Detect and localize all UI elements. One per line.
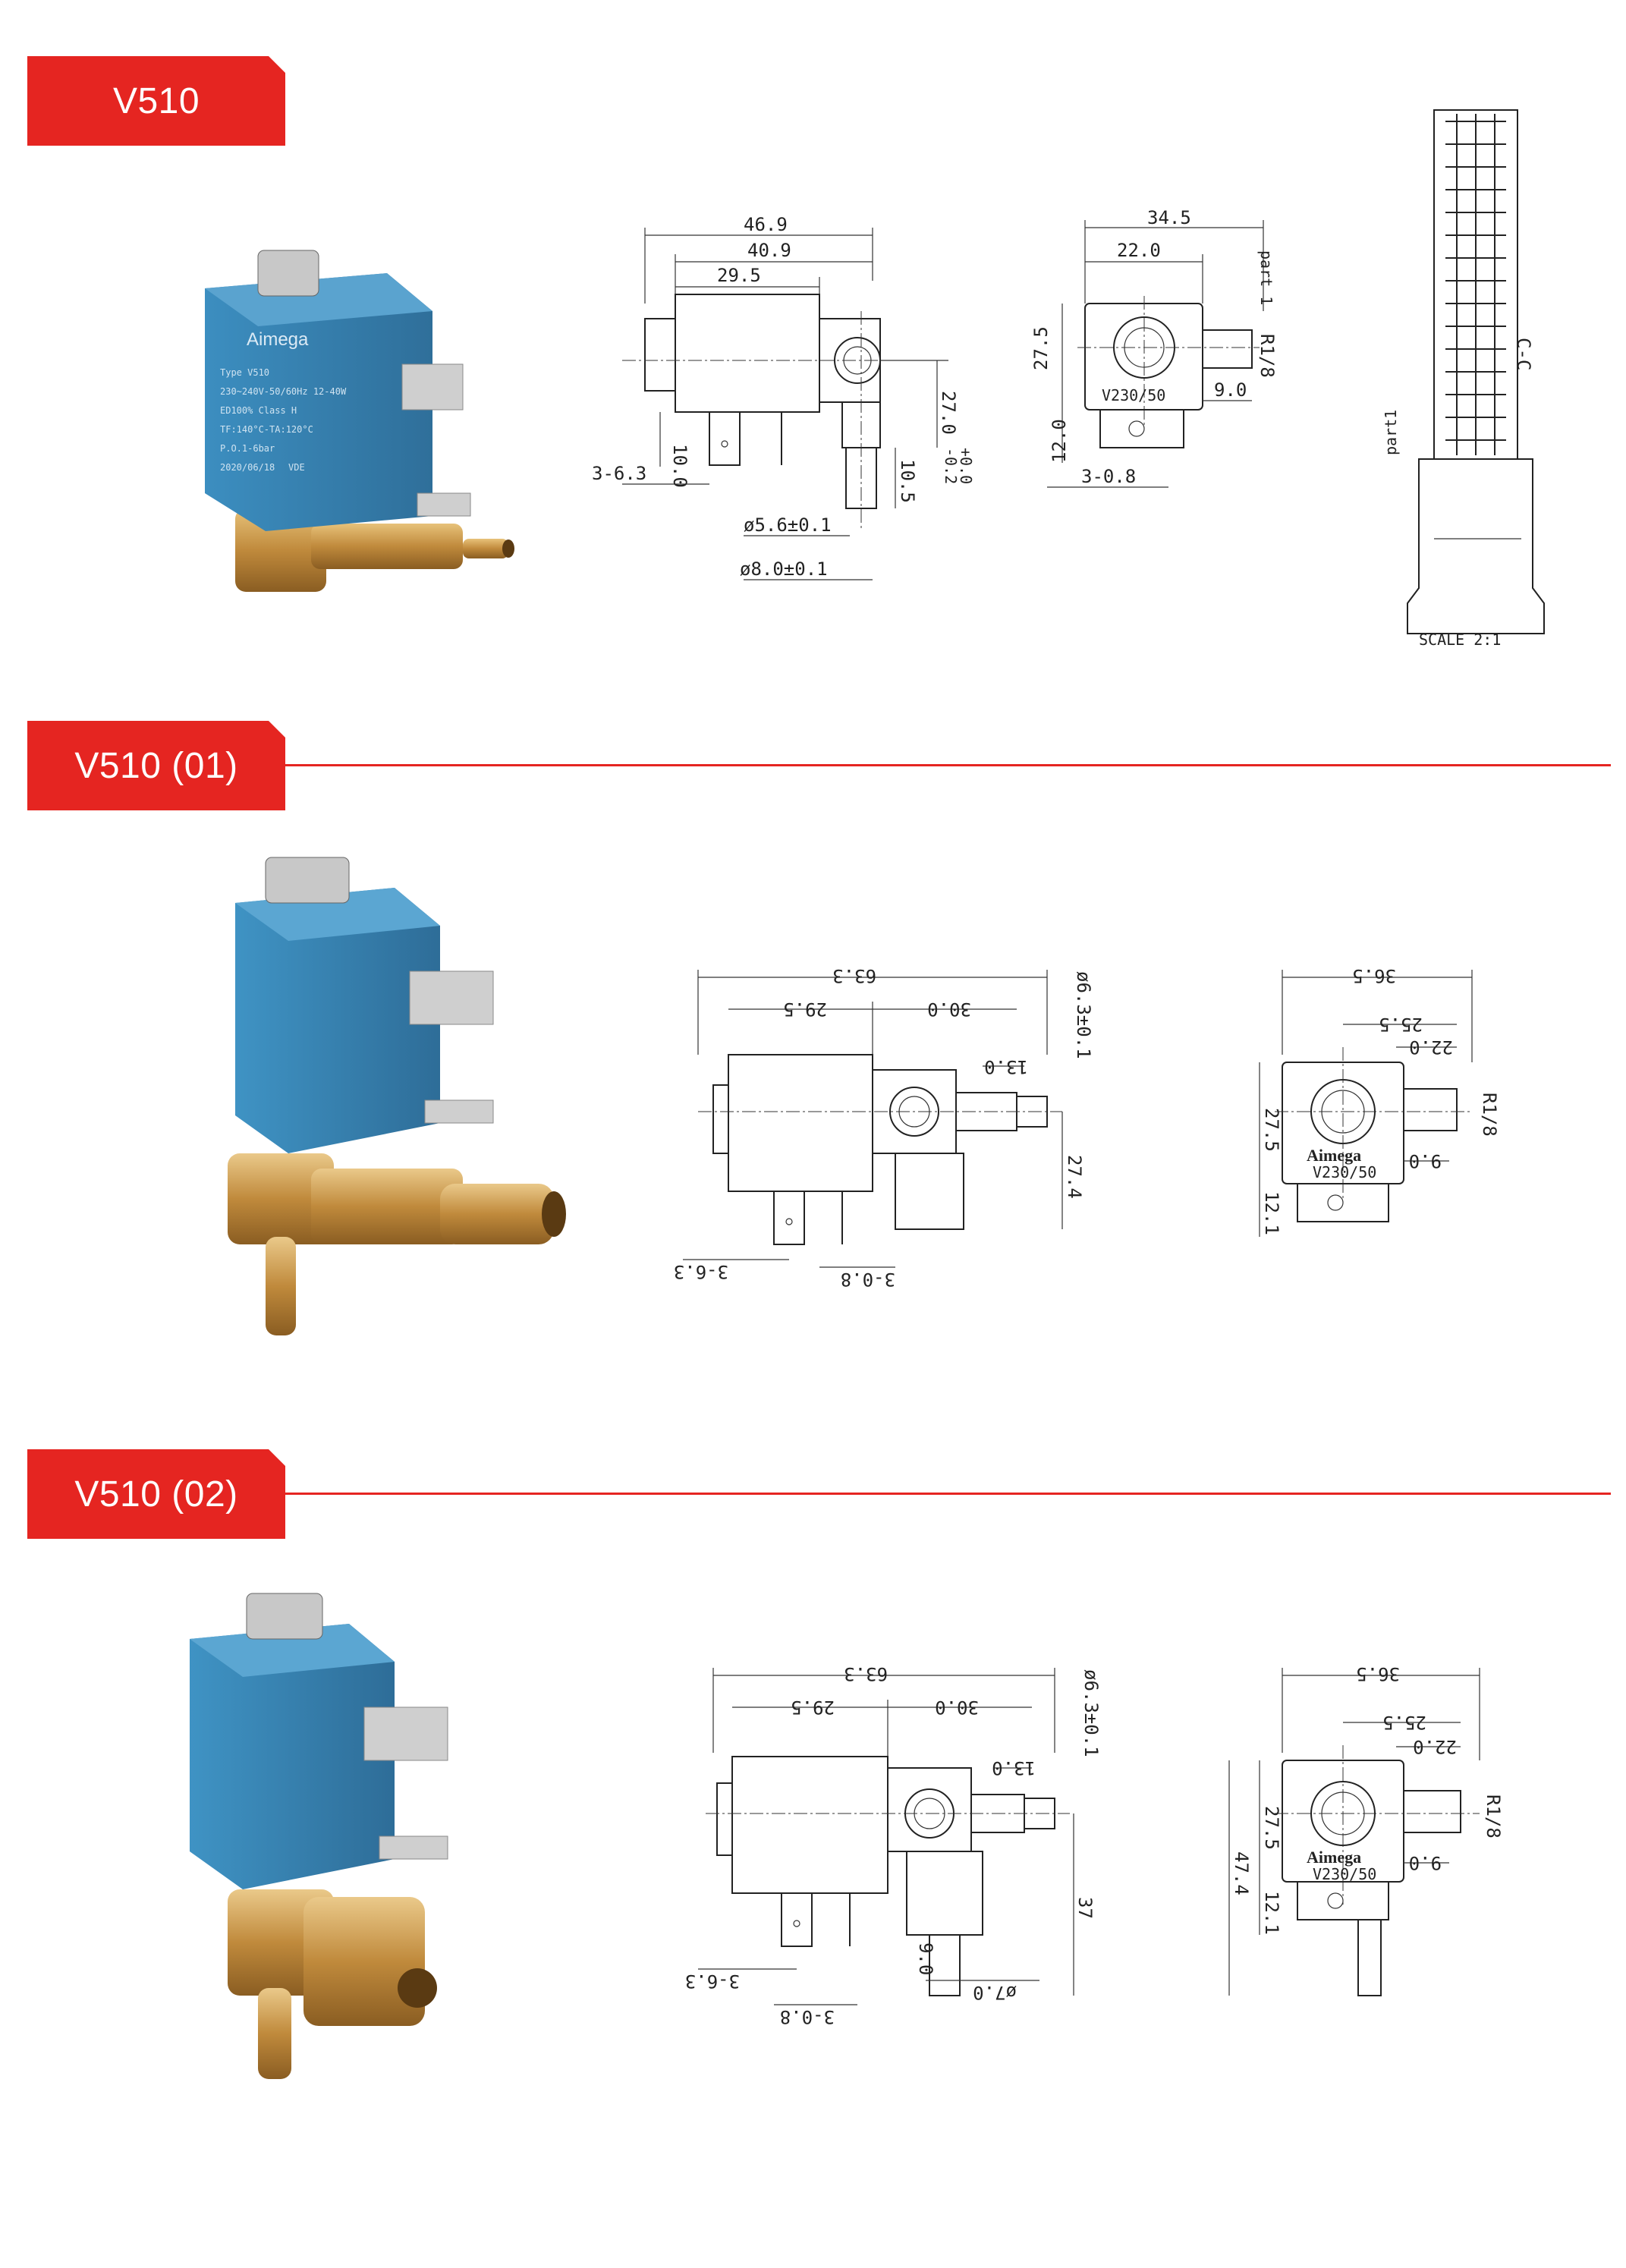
dim-height: 27.0 xyxy=(938,391,959,435)
dim-height: 27.4 xyxy=(1064,1155,1085,1199)
product-label-line: ED100% Class H xyxy=(220,405,297,416)
dim-thread: R1/8 xyxy=(1483,1795,1504,1839)
section-rule xyxy=(285,764,1611,766)
side-view-drawing: 46.9 40.9 29.5 10.0 3-6.3 27.0 +0.0 -0.2… xyxy=(592,214,975,580)
dim-coil: 29.5 xyxy=(791,1697,835,1718)
dim-dia-large: ø8.0±0.1 xyxy=(740,558,828,580)
front-view-drawing: 36.5 25.5 22.0 R1/8 9.0 27.5 Aimega V230… xyxy=(1259,965,1500,1237)
section-v510-01: V510 (01) 63.3 29.5 30.0 13.0 ø6 xyxy=(0,721,1626,1449)
dim-tol-upper: +0.0 xyxy=(957,448,975,484)
part-label: part1 xyxy=(1382,410,1400,455)
dim-nozzle: 13.0 xyxy=(992,1757,1036,1779)
dim-terminal: 10.0 xyxy=(669,444,690,488)
product-photo xyxy=(190,1593,448,2079)
dim-width-b: 22.0 xyxy=(1413,1736,1457,1757)
product-photo xyxy=(228,857,566,1335)
dim-term-spec-b: 3-0.8 xyxy=(841,1269,895,1290)
side-view-drawing: 63.3 29.5 30.0 13.0 ø6.3±0.1 27.4 3-6.3 … xyxy=(674,965,1094,1290)
detail-view-drawing: C-C part1 SCALE 2:1 xyxy=(1382,109,1545,649)
section-v510-02: V510 (02) 63.3 29.5 30.0 13.0 ø6 xyxy=(0,1449,1626,2268)
dim-overall: 63.3 xyxy=(844,1663,888,1684)
dim-tol-lower: -0.2 xyxy=(942,448,960,484)
product-label-line: 230~240V-50/60Hz 12-40W xyxy=(220,386,347,397)
dim-coil: 29.5 xyxy=(783,999,827,1020)
dim-width: 22.0 xyxy=(1117,240,1161,261)
dim-dia-small: ø5.6±0.1 xyxy=(744,514,832,536)
section-label: C-C xyxy=(1513,338,1534,370)
scale-label: SCALE 2:1 xyxy=(1419,631,1501,649)
dim-fitting: 9.0 xyxy=(1409,1150,1442,1172)
dim-height: 37 xyxy=(1074,1897,1096,1919)
dim-term-height: 12.1 xyxy=(1261,1191,1282,1235)
section-tab: V510 (01) xyxy=(27,721,285,810)
dim-term-height: 12.0 xyxy=(1049,419,1070,463)
dim-terminal-spec: 3-6.3 xyxy=(592,463,646,484)
product-label-line: P.O.1-6bar xyxy=(220,443,275,454)
coil-mark: V230/50 xyxy=(1102,386,1165,404)
coil-mark: V230/50 xyxy=(1313,1865,1376,1883)
dim-height: 27.5 xyxy=(1030,326,1052,370)
product-label-line: Type V510 xyxy=(220,367,269,378)
front-view-drawing: 36.5 25.5 22.0 R1/8 9.0 27.5 47.4 Aimega… xyxy=(1228,1663,1504,1996)
coil-brand: Aimega xyxy=(1307,1848,1361,1867)
dim-fitting: 9.0 xyxy=(1409,1852,1442,1873)
product-label-line: 2020/06/18 xyxy=(220,462,275,473)
dim-nozzle: 10.5 xyxy=(897,459,918,503)
coil-brand: Aimega xyxy=(1307,1146,1361,1165)
product-brand: Aimega xyxy=(247,329,309,350)
section-tab: V510 xyxy=(27,56,285,146)
dim-term-spec-a: 3-6.3 xyxy=(674,1261,728,1282)
dim-coil: 29.5 xyxy=(717,265,761,286)
coil-mark: V230/50 xyxy=(1313,1163,1376,1181)
dim-width-a: 25.5 xyxy=(1382,1712,1426,1733)
product-label-line: TF:140°C-TA:120°C xyxy=(220,424,313,435)
section-tab: V510 (02) xyxy=(27,1449,285,1539)
dim-overall: 63.3 xyxy=(832,965,876,986)
dim-overall: 34.5 xyxy=(1147,207,1191,228)
front-view-drawing: 34.5 22.0 part 1 R1/8 9.0 27.5 V230/50 1… xyxy=(1030,207,1278,488)
dim-total-height: 47.4 xyxy=(1231,1851,1252,1895)
dim-width-a: 25.5 xyxy=(1379,1014,1423,1035)
dim-term-spec-a: 3-6.3 xyxy=(685,1971,740,1992)
dim-bottom-len: 9.0 xyxy=(915,1942,936,1975)
dim-overall: 36.5 xyxy=(1356,1663,1400,1684)
dim-overall: 46.9 xyxy=(744,214,788,235)
section-rule xyxy=(285,1493,1611,1495)
dim-fitting: 9.0 xyxy=(1214,379,1247,401)
dim-body: 30.0 xyxy=(927,999,971,1020)
dim-thread: R1/8 xyxy=(1256,334,1278,378)
approval-mark: VDE xyxy=(288,462,305,473)
dim-bottom-dia: ø7.0 xyxy=(973,1982,1017,2003)
dim-height: 27.5 xyxy=(1261,1806,1282,1850)
side-view-drawing: 63.3 29.5 30.0 13.0 ø6.3±0.1 37 9.0 ø7.0… xyxy=(685,1663,1102,2027)
dim-thread: R1/8 xyxy=(1479,1093,1500,1137)
dim-term-height: 12.1 xyxy=(1261,1891,1282,1935)
dim-mid: 40.9 xyxy=(747,240,791,261)
part-label: part 1 xyxy=(1257,250,1275,305)
dim-overall: 36.5 xyxy=(1352,965,1396,986)
dim-body: 30.0 xyxy=(935,1697,979,1718)
dim-height: 27.5 xyxy=(1261,1108,1282,1152)
dim-nozzle: 13.0 xyxy=(984,1056,1028,1077)
dim-term-spec: 3-0.8 xyxy=(1081,466,1136,487)
dim-width-b: 22.0 xyxy=(1409,1036,1453,1058)
dim-dia: ø6.3±0.1 xyxy=(1073,971,1094,1059)
dim-term-spec-b: 3-0.8 xyxy=(780,2006,835,2027)
section-v510: V510 Aimega Type V510 230~240V-50/60Hz 1… xyxy=(0,0,1626,721)
dim-dia: ø6.3±0.1 xyxy=(1080,1669,1102,1757)
product-photo: Aimega Type V510 230~240V-50/60Hz 12-40W… xyxy=(205,250,514,592)
